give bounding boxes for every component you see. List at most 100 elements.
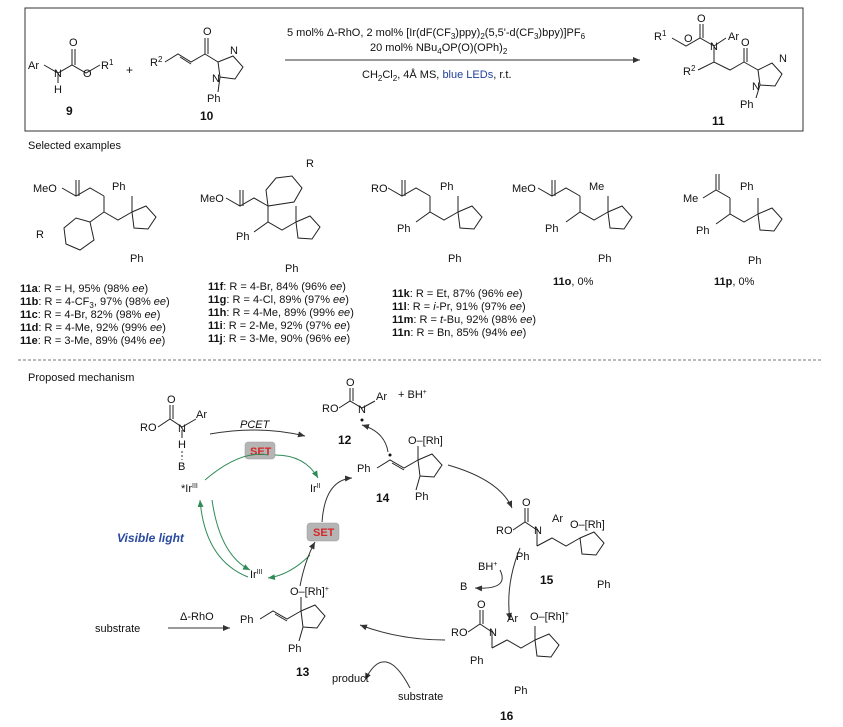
example-11a: 11a: R = H, 95% (98% ee): [20, 283, 148, 295]
phenyl-label: Ph: [598, 253, 611, 265]
example-11l: 11l: R = i-Pr, 91% (97% ee): [392, 301, 526, 313]
r2-label: R2: [683, 64, 696, 78]
ro-label: RO: [140, 422, 157, 434]
reactant-10: R2 O N N Ph 10: [150, 26, 244, 123]
bh-plus-label: BH+: [478, 561, 497, 573]
phenyl-label: Ph: [696, 225, 709, 237]
plus-bh-label: + BH+: [398, 389, 427, 401]
phenyl-label: Ph: [514, 685, 527, 697]
r-label: R: [306, 158, 314, 170]
compound-label-13: 13: [296, 665, 310, 679]
structure-11a-e: MeO Ph R Ph: [33, 180, 157, 265]
set-badge-bottom: [306, 522, 340, 542]
phenyl-label: Ph: [112, 181, 125, 193]
phenyl-label: Ph: [740, 181, 753, 193]
13-to-set-arrow: [299, 541, 316, 587]
phenyl-label: Ph: [545, 223, 558, 235]
plus-sign: +: [126, 63, 133, 77]
excitation-arrow: [197, 499, 249, 578]
compound-label-12: 12: [338, 433, 352, 447]
ir-iii-label: IrIII: [250, 569, 263, 581]
examples-list-a: 11a: R = H, 95% (98% ee) 11b: R = 4-CF3,…: [20, 283, 170, 347]
set-label-top: SET: [250, 446, 272, 458]
example-11b: 11b: R = 4-CF3, 97% (98% ee): [20, 296, 170, 310]
protonation-arrow: [474, 569, 503, 592]
radical-12: RO O N Ar 12: [322, 377, 387, 447]
r-label: R: [36, 229, 44, 241]
example-11j: 11j: R = 3-Me, 90% (96% ee): [208, 333, 350, 345]
reactant-9: Ar N H O O R1 9: [28, 37, 114, 118]
structure-11k-n: RO Ph Ph Ph: [371, 180, 483, 265]
phenyl-label: Ph: [470, 655, 483, 667]
mechanism-heading: Proposed mechanism: [28, 372, 134, 384]
meo-label: MeO: [200, 193, 224, 205]
intermediate-16: RO O N Ar O–[Rh]+ Ph Ph 16: [451, 599, 569, 723]
radical-dot: [360, 418, 364, 422]
conditions-line-2: 20 mol% NBu4OP(O)(OPh)2: [370, 42, 508, 56]
b-out-label: B: [460, 581, 467, 593]
example-11o: 11o, 0%: [553, 276, 594, 288]
n-label: N: [489, 627, 497, 639]
example-11k: 11k: R = Et, 87% (96% ee): [392, 288, 523, 300]
example-11n: 11n: R = Bn, 85% (94% ee): [392, 327, 526, 339]
cycle-arc-left: [204, 453, 269, 481]
phenyl-label: Ph: [448, 253, 461, 265]
cycle-arc-right: [274, 454, 319, 479]
intermediate-15: RO O N Ar O–[Rh] Ph Ph 15: [496, 497, 610, 591]
example-11h: 11h: R = 4-Me, 89% (99% ee): [208, 307, 354, 319]
r2-label: R2: [150, 55, 163, 69]
scheme-box: [24, 7, 804, 132]
methyl-label: Me: [589, 181, 604, 193]
16-to-13-arrow: [359, 624, 446, 641]
ester-o-label: O: [684, 33, 693, 45]
examples-list-f: 11f: R = 4-Br, 84% (96% ee) 11g: R = 4-C…: [208, 281, 354, 345]
radical-14: Ph O–[Rh] Ph 14: [357, 435, 443, 505]
ro-label: RO: [371, 183, 388, 195]
n-label: N: [534, 525, 542, 537]
phenyl-label: Ph: [207, 93, 220, 105]
phenyl-label: Ph: [440, 181, 453, 193]
example-11g: 11g: R = 4-Cl, 89% (97% ee): [208, 294, 349, 306]
set-to-14-arrow: [321, 475, 353, 523]
15-to-16-arrow: [506, 547, 521, 621]
ir-ii-label: IrII: [310, 483, 321, 495]
structure-11f-j: MeO R Ph Ph: [200, 158, 321, 275]
example-11f: 11f: R = 4-Br, 84% (96% ee): [208, 281, 346, 293]
phenyl-label: Ph: [357, 463, 370, 475]
product-release-arrow: [364, 661, 411, 689]
phenyl-label: Ph: [130, 253, 143, 265]
example-11i: 11i: R = 2-Me, 92% (97% ee): [208, 320, 350, 332]
ar-label: Ar: [28, 60, 39, 72]
carbamate-substrate: RO O N Ar H B: [140, 394, 207, 473]
imidazole-n-label: N: [779, 53, 787, 65]
phenyl-label: Ph: [516, 551, 529, 563]
example-11e: 11e: R = 3-Me, 89% (94% ee): [20, 335, 165, 347]
carbonyl-o-label: O: [346, 377, 355, 389]
phenyl-label: Ph: [597, 579, 610, 591]
meo-label: MeO: [33, 183, 57, 195]
carbonyl-o-label: O: [522, 497, 531, 509]
structure-11p: Me Ph Ph Ph: [683, 174, 783, 267]
radical-addition-arrow: [361, 424, 389, 453]
emission-arrow: [211, 499, 251, 571]
h-label: H: [178, 439, 186, 451]
h-label: H: [54, 84, 62, 96]
compound-label-16: 16: [500, 709, 514, 723]
phenyl-label: Ph: [748, 255, 761, 267]
imidazole-n-label: N: [230, 45, 238, 57]
substrate-bottom-label: substrate: [398, 691, 443, 703]
ar-label: Ar: [728, 31, 739, 43]
r1-label: R1: [101, 58, 114, 72]
compound-label-15: 15: [540, 573, 554, 587]
phenyl-label: Ph: [288, 643, 301, 655]
r1-label: R1: [654, 29, 667, 43]
phenyl-label: Ph: [236, 231, 249, 243]
ro-label: RO: [322, 403, 339, 415]
set-label-bottom: SET: [313, 527, 335, 539]
ir-star-iii-label: *IrIII: [181, 483, 198, 495]
o-rh-label: O–[Rh]: [408, 435, 443, 447]
ar-label: Ar: [196, 409, 207, 421]
imidazole-n-ph-label: N: [752, 81, 760, 93]
meo-label: MeO: [512, 183, 536, 195]
rho-label: Δ-RhO: [180, 611, 214, 623]
